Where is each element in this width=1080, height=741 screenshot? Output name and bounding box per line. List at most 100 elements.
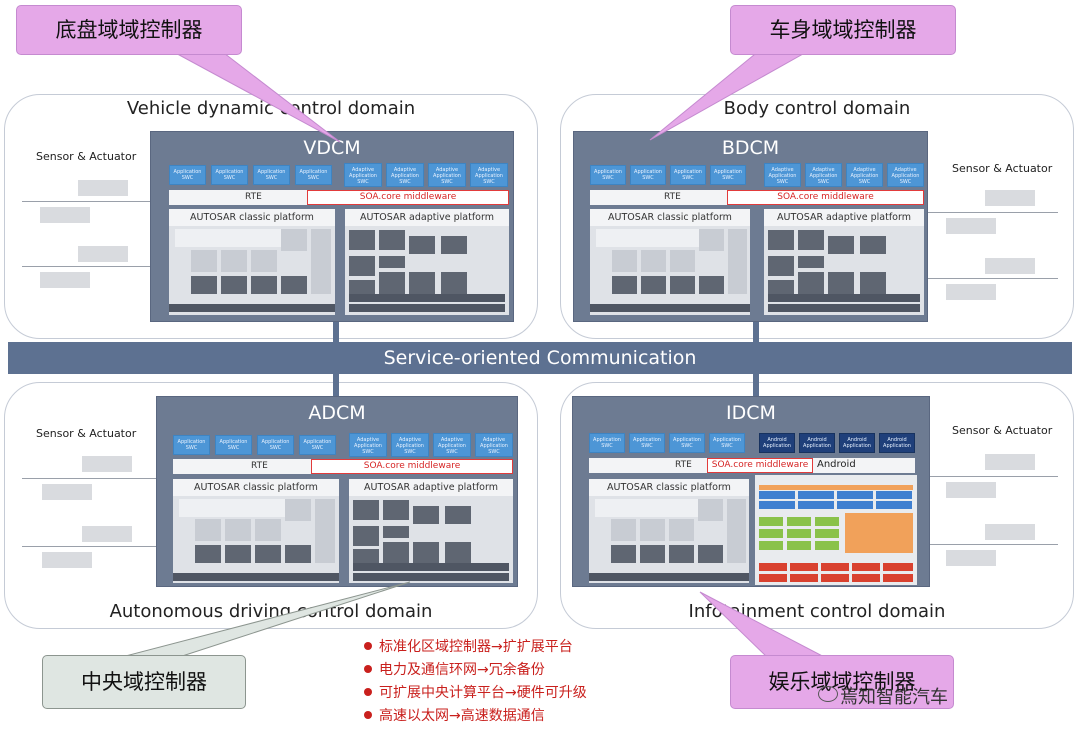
linux-kernel-cell: [790, 574, 818, 582]
platform-cell: [698, 499, 723, 521]
platform-cell: [699, 229, 724, 251]
watermark: 焉知智能汽车: [840, 687, 948, 708]
app-swc: Application SWC: [710, 165, 746, 185]
app-swc: Application SWC: [173, 435, 210, 455]
adaptive-platform-title: AUTOSAR adaptive platform: [349, 479, 513, 496]
sensor-wire: [928, 278, 1058, 279]
platform-cell: [669, 545, 694, 563]
platform-cell: [640, 545, 665, 563]
linux-kernel-cell: [852, 574, 880, 582]
platform-cell: [349, 280, 375, 294]
app-swc: Application SWC: [630, 165, 666, 185]
sensor-wire: [928, 212, 1058, 213]
app-swc: Application SWC: [253, 165, 290, 185]
adaptive-swc: Adaptive Application SWC: [349, 433, 387, 457]
feature-bullet-list: 标准化区域控制器→扩扩展平台 电力及通信环网→冗余备份 可扩展中央计算平台→硬件…: [364, 636, 587, 728]
adaptive-platform-title: AUTOSAR adaptive platform: [764, 209, 924, 226]
platform-cell: [441, 236, 467, 254]
platform-cell: [669, 519, 694, 541]
sensor-box: [78, 246, 128, 262]
panel-title-bdcm: BDCM: [721, 137, 780, 159]
platform-cell: [383, 542, 409, 563]
app-swc: Application SWC: [169, 165, 206, 185]
android-library-cell: [759, 541, 783, 550]
platform-cell: [445, 506, 471, 524]
platform-cell: [251, 276, 277, 294]
connector-adcm: [333, 374, 339, 396]
platform-cell: [596, 229, 720, 247]
sensor-box: [985, 258, 1035, 274]
platform-cell: [409, 272, 435, 294]
android-runtime-box: [845, 513, 913, 553]
app-swc: Application SWC: [299, 435, 336, 455]
android-app: Android Application: [759, 433, 795, 453]
platform-cell: [670, 250, 695, 272]
platform-cell: [640, 519, 665, 541]
body-domain-callout: 车身域域控制器: [730, 5, 956, 55]
connector-bdcm: [753, 322, 759, 342]
platform-cell: [311, 229, 331, 294]
connector-vdcm: [333, 322, 339, 342]
adaptive-swc: Adaptive Application SWC: [344, 163, 382, 187]
linux-kernel-cell: [790, 563, 818, 571]
sensor-box: [42, 484, 92, 500]
adaptive-swc: Adaptive Application SWC: [805, 163, 842, 187]
platform-cell: [191, 276, 217, 294]
platform-cell: [860, 272, 886, 294]
entertainment-domain-callout: 娱乐域域控制器: [730, 655, 954, 709]
platform-cell: [353, 500, 379, 520]
microcontroller-bar: [589, 573, 749, 581]
adaptive-swc: Adaptive Application SWC: [887, 163, 924, 187]
domain-title-bdc: Body control domain: [723, 98, 911, 119]
sensor-label-bdc: Sensor & Actuator: [952, 162, 1053, 175]
app-swc: Application SWC: [670, 165, 706, 185]
central-domain-callout: 中央域控制器: [42, 655, 246, 709]
android-library-cell: [815, 529, 839, 538]
runtime-bar: [768, 294, 920, 302]
linux-kernel-cell: [821, 563, 849, 571]
platform-cell: [798, 230, 824, 250]
adaptive-platform-title: AUTOSAR adaptive platform: [345, 209, 509, 226]
platform-cell: [191, 250, 217, 272]
platform-cell: [315, 499, 335, 563]
adaptive-swc: Adaptive Application SWC: [428, 163, 466, 187]
adaptive-swc: Adaptive Application SWC: [846, 163, 883, 187]
android-framework-cell: [759, 491, 795, 499]
android-framework-cell: [876, 501, 912, 509]
microcontroller-bar: [169, 304, 335, 312]
sensor-wire: [22, 546, 157, 547]
adaptive-swc: Adaptive Application SWC: [470, 163, 508, 187]
platform-cell: [409, 236, 435, 254]
adaptive-swc: Adaptive Application SWC: [764, 163, 801, 187]
soa-middleware-box: SOA.core middleware: [311, 459, 513, 474]
sensor-box: [40, 272, 90, 288]
chassis-domain-callout: 底盘域域控制器: [16, 5, 242, 55]
app-swc: Application SWC: [590, 165, 626, 185]
platform-cell: [179, 499, 309, 517]
app-swc: Application SWC: [295, 165, 332, 185]
app-swc: Application SWC: [629, 433, 665, 453]
platform-cell: [768, 280, 794, 294]
service-oriented-bus: Service-oriented Communication: [8, 342, 1072, 374]
entertainment-callout-tail: [699, 591, 831, 661]
virtual-machine-bar: [349, 304, 505, 312]
android-app: Android Application: [839, 433, 875, 453]
bullet-dot-icon: [364, 688, 372, 696]
body-callout-tail: [649, 49, 812, 141]
platform-cell: [379, 256, 405, 268]
microcontroller-bar: [590, 304, 750, 312]
bullet-item: 标准化区域控制器→扩扩展平台: [364, 636, 587, 659]
virtual-machine-bar: [353, 573, 509, 581]
platform-cell: [768, 230, 794, 250]
sensor-box: [82, 526, 132, 542]
sensor-box: [946, 284, 996, 300]
linux-kernel-cell: [821, 574, 849, 582]
platform-cell: [285, 545, 311, 563]
android-library-cell: [787, 529, 811, 538]
sensor-wire: [22, 266, 150, 267]
platform-cell: [612, 276, 637, 294]
sensor-wire: [928, 476, 1058, 477]
classic-platform-title: AUTOSAR classic platform: [590, 209, 750, 226]
runtime-bar: [349, 294, 505, 302]
runtime-bar: [353, 563, 509, 571]
